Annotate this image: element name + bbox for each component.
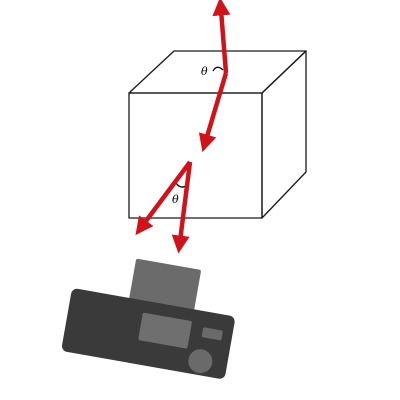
beam-refracted-down-arrow	[198, 72, 229, 153]
cube-top-face	[128, 50, 307, 94]
camera-icon	[61, 258, 235, 379]
camera-button	[201, 327, 223, 341]
angle-label-bottom: θ	[172, 193, 179, 206]
camera-screen	[138, 312, 192, 349]
cube	[128, 50, 307, 219]
beam-exit-up-arrow	[212, 0, 231, 74]
light-beams	[135, 0, 231, 254]
angle-label-top: θ	[201, 65, 208, 78]
camera-dial	[188, 349, 213, 374]
angle-arc-top	[212, 66, 224, 72]
beam-to-camera-left-arrow	[135, 160, 192, 236]
cube-side-face	[261, 50, 307, 219]
beam-to-camera-right-arrow	[171, 161, 193, 254]
cube-front-face	[128, 92, 263, 219]
